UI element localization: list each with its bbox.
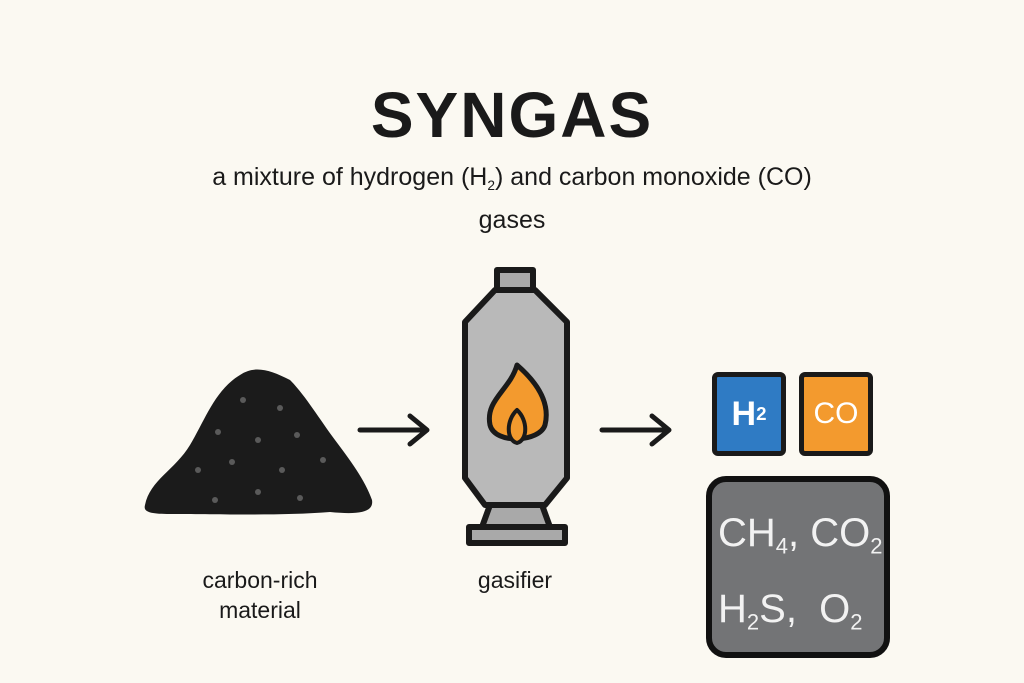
subtitle-text: a mixture of hydrogen (H: [212, 163, 488, 191]
label-line: material: [219, 597, 301, 623]
subtitle-text: gases: [478, 205, 546, 234]
h2-subscript: 2: [756, 403, 767, 424]
byproducts-line: CH4, CO2: [718, 511, 883, 559]
coal-pile-icon: [144, 369, 373, 515]
co-product-box: CO: [799, 372, 873, 456]
byproducts-line: H2S, O2: [718, 586, 863, 635]
arrow-right-icon: [357, 413, 430, 447]
subtitle-subscript: 2: [487, 177, 495, 193]
gasifier-vessel-icon: [462, 267, 570, 546]
arrow-right-icon: [599, 413, 672, 447]
h2-symbol: H: [731, 394, 757, 433]
byproducts-box: CH4, CO2 H2S, O2: [706, 476, 890, 658]
subtitle-text: ) and carbon monoxide (CO): [494, 163, 812, 191]
page-title: SYNGAS: [370, 79, 654, 151]
gasifier-label: gasifier: [477, 567, 553, 593]
subtitle: a mixture of hydrogen (H2) and carbon mo…: [150, 160, 874, 237]
feedstock-label: carbon-rich material: [150, 565, 370, 625]
label-line: carbon-rich: [202, 567, 318, 593]
